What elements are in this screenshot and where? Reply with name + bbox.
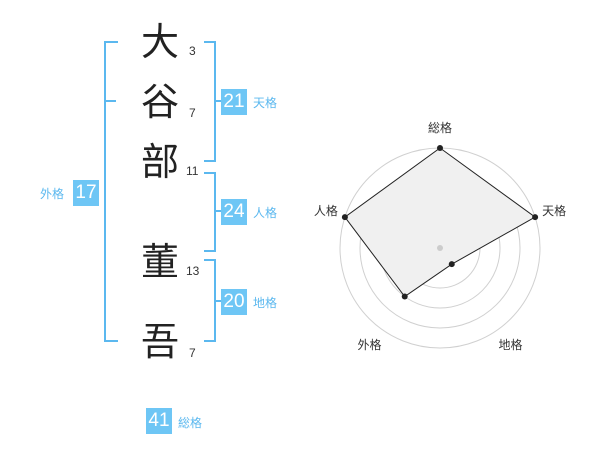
name-char-3: 部 [140, 140, 179, 184]
radar-point [532, 214, 539, 221]
name-char-2: 谷 [140, 80, 179, 124]
stroke-count-3: 11 [186, 164, 199, 178]
radar-point [341, 214, 348, 221]
jinkaku-value: 24 [221, 199, 247, 225]
stroke-count-4: 13 [186, 264, 200, 278]
gaikaku-bracket [104, 41, 118, 342]
chikaku-bracket-tick [214, 300, 222, 302]
gaikaku-label: 外格 [40, 187, 65, 201]
stroke-count-1: 3 [189, 44, 196, 58]
gaikaku-value: 17 [73, 180, 99, 206]
tenkaku-label: 天格 [253, 96, 278, 110]
radar-area [344, 147, 537, 298]
radar-point [437, 145, 443, 151]
gaikaku-bracket-tick [106, 100, 116, 102]
stroke-count-5: 7 [189, 346, 196, 360]
stroke-count-2: 7 [189, 106, 196, 120]
jinkaku-bracket [204, 172, 216, 252]
name-char-4: 董 [140, 240, 179, 284]
radar-point [401, 293, 408, 300]
name-char-1: 大 [140, 20, 179, 64]
tenkaku-value: 21 [221, 89, 247, 115]
jinkaku-label: 人格 [253, 206, 278, 220]
radar-axis-label: 人格 [314, 203, 338, 218]
radar-point [448, 261, 455, 268]
radar-axis-label: 総格 [428, 120, 452, 135]
chikaku-value: 20 [221, 289, 247, 315]
radar-points [341, 145, 539, 300]
name-char-5: 吾 [140, 320, 179, 364]
jinkaku-bracket-tick [214, 210, 222, 212]
radar-axis-label: 地格 [499, 337, 523, 352]
chikaku-label: 地格 [253, 296, 278, 310]
tenkaku-bracket-tick [214, 100, 222, 102]
radar-axis-label: 天格 [542, 203, 566, 218]
soukaku-label: 総格 [178, 416, 203, 430]
radar-center-dot [437, 245, 443, 251]
soukaku-value: 41 [146, 408, 172, 434]
radar-axis-label: 外格 [357, 337, 381, 352]
